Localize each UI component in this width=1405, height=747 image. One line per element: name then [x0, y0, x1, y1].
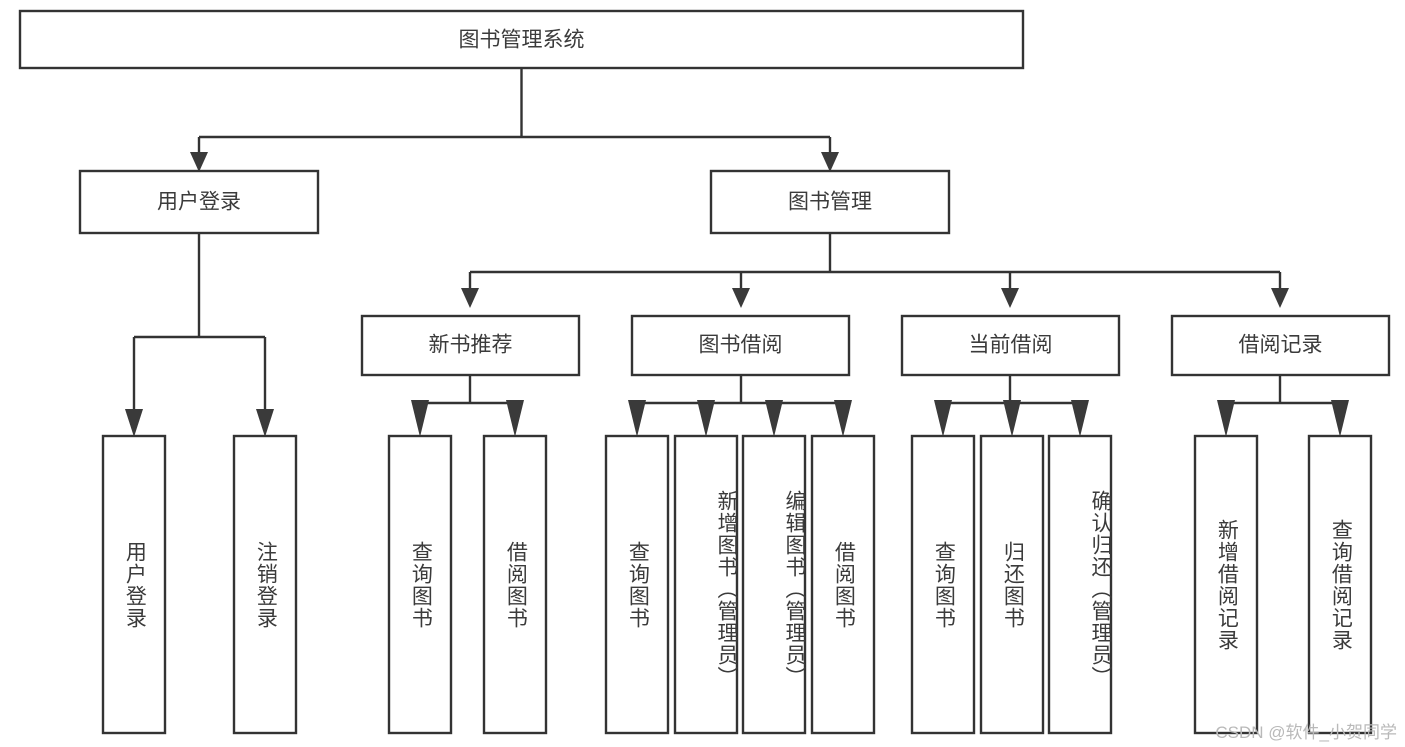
node-root[interactable]	[18, 9, 1025, 70]
node-leaf-edit-book[interactable]	[741, 434, 807, 735]
arrowhead-book-manage	[821, 152, 839, 172]
node-box-group	[18, 9, 1391, 735]
label-current-borrow: 当前借阅	[969, 334, 1053, 357]
label-book-borrow: 图书借阅	[699, 334, 783, 357]
node-leaf-query-book-1[interactable]	[387, 434, 453, 735]
node-new-book-rec[interactable]	[360, 314, 581, 377]
node-current-borrow[interactable]	[900, 314, 1121, 377]
node-leaf-borrow-book-1[interactable]	[482, 434, 548, 735]
node-leaf-query-book-3[interactable]	[910, 434, 976, 735]
arrowhead-leaf-borrow-book-2	[834, 400, 852, 437]
node-user-login[interactable]	[78, 169, 320, 235]
arrowhead-new-book-rec	[461, 288, 479, 308]
arrowhead-leaf-borrow-book-1	[506, 400, 524, 437]
arrowhead-group	[125, 152, 1349, 437]
arrowhead-leaf-query-record	[1331, 400, 1349, 437]
node-leaf-add-record[interactable]	[1193, 434, 1259, 735]
node-leaf-user-login[interactable]	[101, 434, 167, 735]
node-leaf-query-book-2[interactable]	[604, 434, 670, 735]
arrowhead-user-login	[190, 152, 208, 172]
node-leaf-confirm-return[interactable]	[1047, 434, 1113, 735]
node-leaf-borrow-book-2[interactable]	[810, 434, 876, 735]
label-new-book-rec: 新书推荐	[429, 334, 513, 357]
label-borrow-record: 借阅记录	[1239, 334, 1323, 357]
node-leaf-add-book[interactable]	[673, 434, 739, 735]
arrowhead-leaf-user-login	[125, 409, 143, 437]
arrowhead-leaf-query-book-3	[934, 400, 952, 437]
arrowhead-borrow-record	[1271, 288, 1289, 308]
label-book-manage: 图书管理	[788, 191, 872, 214]
horizontal-label-group: 图书管理系统 用户登录 图书管理 新书推荐 图书借阅 当前借阅 借阅记录	[157, 29, 1323, 357]
arrowhead-leaf-edit-book	[765, 400, 783, 437]
arrowhead-leaf-query-book-2	[628, 400, 646, 437]
arrowhead-book-borrow	[732, 288, 750, 308]
arrowhead-leaf-add-record	[1217, 400, 1235, 437]
node-leaf-return-book[interactable]	[979, 434, 1045, 735]
arrowhead-current-borrow	[1001, 288, 1019, 308]
node-borrow-record[interactable]	[1170, 314, 1391, 377]
label-user-login: 用户登录	[157, 191, 241, 214]
arrowhead-leaf-confirm-return	[1071, 400, 1089, 437]
node-book-manage[interactable]	[709, 169, 951, 235]
arrowhead-leaf-return-book	[1003, 400, 1021, 437]
csdn-watermark: CSDN @软件_小贺同学	[1215, 723, 1397, 742]
node-leaf-query-record[interactable]	[1307, 434, 1373, 735]
arrowhead-leaf-add-book	[697, 400, 715, 437]
node-leaf-user-logout[interactable]	[232, 434, 298, 735]
label-root: 图书管理系统	[459, 29, 585, 52]
arrowhead-leaf-user-logout	[256, 409, 274, 437]
node-book-borrow[interactable]	[630, 314, 851, 377]
arrowhead-leaf-query-book-1	[411, 400, 429, 437]
